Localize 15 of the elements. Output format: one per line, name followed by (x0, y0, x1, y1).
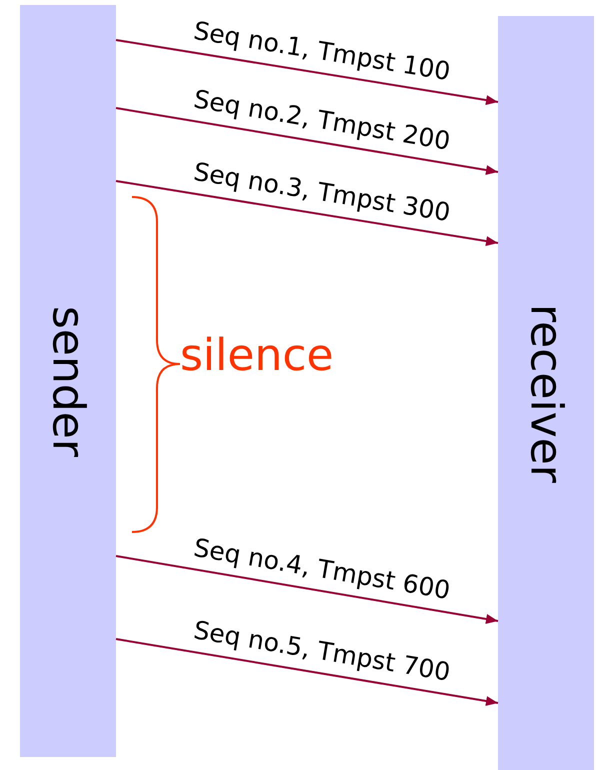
message-arrow (116, 107, 498, 175)
message-arrow (116, 39, 498, 106)
message-arrow (116, 638, 498, 706)
edge-label: Seq no.1, Tmpst 100 (192, 16, 453, 86)
silence-label: silence (180, 330, 334, 381)
lifeline-label: receiver (520, 304, 572, 482)
lifeline-label: sender (42, 306, 94, 456)
edge-label: Seq no.3, Tmpst 300 (192, 157, 453, 228)
message-arrow (116, 180, 498, 246)
edge-label: Seq no.4, Tmpst 600 (192, 532, 453, 605)
lifeline-bar (498, 16, 594, 770)
message-arrow (116, 555, 498, 624)
edge-label: Seq no.2, Tmpst 200 (192, 84, 453, 156)
lifeline-bar (20, 5, 116, 757)
edge-label: Seq no.5, Tmpst 700 (192, 616, 453, 687)
